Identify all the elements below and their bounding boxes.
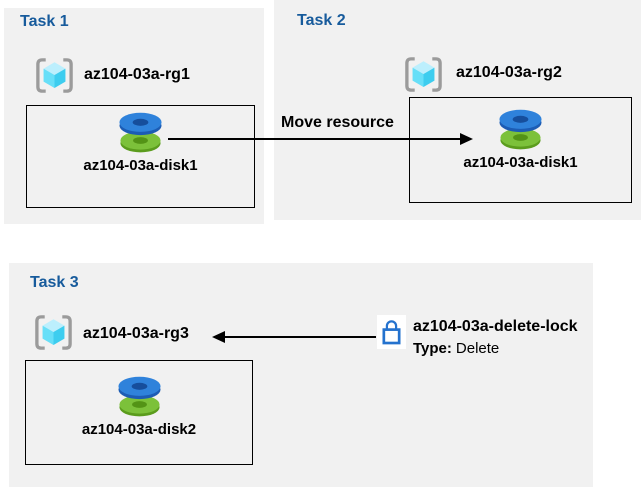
resource-group-icon (402, 53, 445, 96)
resource-group-label: az104-03a-rg2 (456, 64, 562, 81)
task1-title: Task 1 (20, 13, 69, 30)
lock-type-value: Delete (455, 340, 500, 357)
resource-group-label: az104-03a-rg3 (83, 325, 189, 342)
disk-icon (496, 106, 545, 152)
task3-panel (9, 263, 593, 487)
resource-box: az104-03a-disk2 (25, 360, 253, 465)
disk-icon (115, 373, 164, 419)
lock-tile (377, 315, 406, 349)
lock-icon (382, 320, 401, 345)
disk-label: az104-03a-disk1 (83, 157, 198, 174)
lock-name-label: az104-03a-delete-lock (413, 318, 578, 335)
task2-title: Task 2 (297, 12, 346, 29)
task2-panel (274, 0, 641, 220)
resource-group-label: az104-03a-rg1 (84, 66, 190, 83)
disk-icon (116, 109, 165, 155)
resource-box: az104-03a-disk1 (26, 105, 255, 208)
move-resource-label: Move resource (281, 114, 394, 131)
lock-type-line: Type:Delete (413, 339, 578, 359)
lock-type-label: Type: (413, 340, 452, 357)
move-resource-arrow-line (168, 138, 461, 140)
arrow-right-icon (460, 133, 473, 145)
resource-group-icon (33, 54, 76, 97)
disk-label: az104-03a-disk1 (463, 154, 578, 171)
arrow-left-icon (212, 331, 225, 343)
lock-annotation: az104-03a-delete-lock Type:Delete (413, 317, 578, 359)
resource-group-icon (32, 311, 75, 354)
resource-box: az104-03a-disk1 (409, 97, 632, 203)
disk-label: az104-03a-disk2 (81, 421, 197, 438)
task3-title: Task 3 (30, 274, 79, 291)
delete-lock-arrow-line (224, 336, 376, 338)
